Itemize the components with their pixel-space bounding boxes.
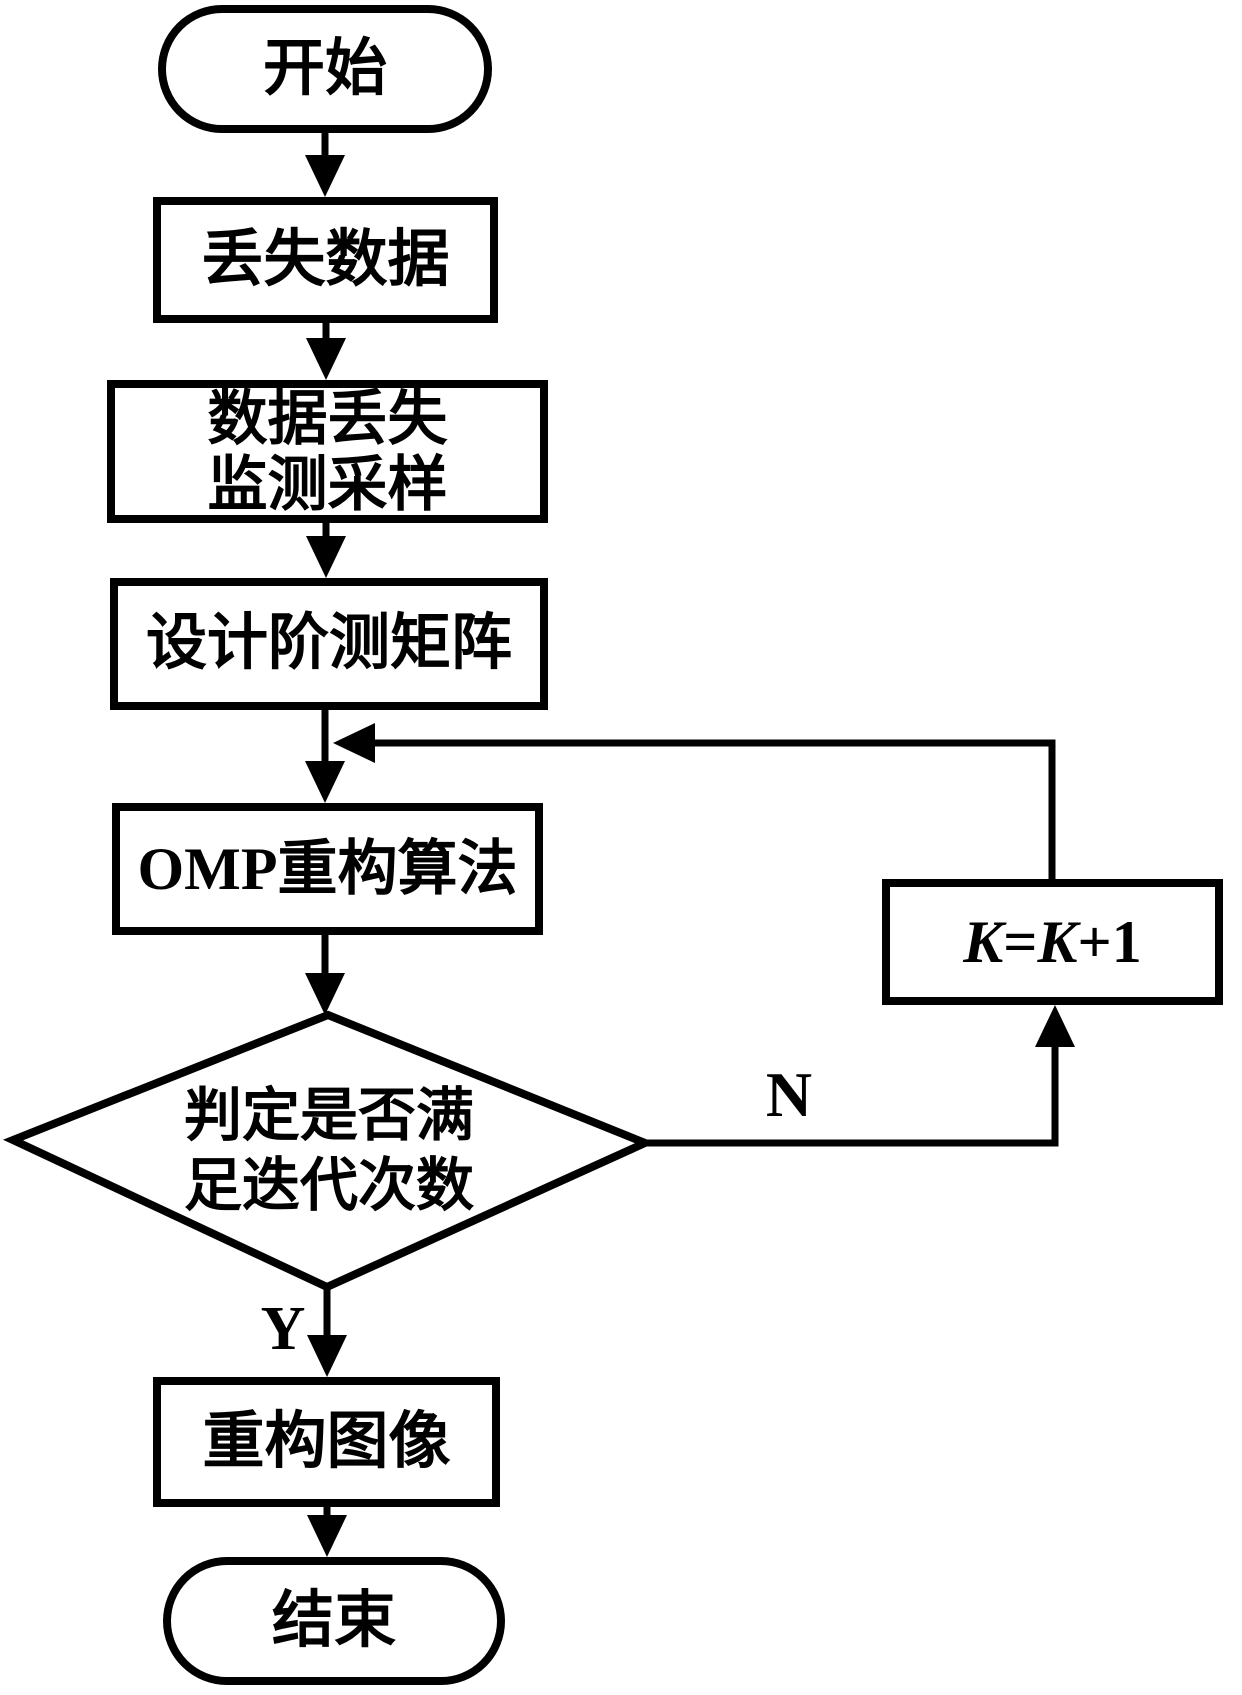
node-k-update-label: K=K+1 <box>963 909 1142 975</box>
decision-diamond-shape <box>2 1010 656 1292</box>
arrowhead-down-icon <box>306 536 346 578</box>
node-k-update: K=K+1 <box>882 879 1223 1005</box>
arrowhead-down-icon <box>307 1515 347 1557</box>
edge-loopback-kbox-to-junction <box>370 739 1056 879</box>
arrowhead-down-icon <box>305 973 345 1015</box>
node-start-label: 开始 <box>262 34 387 103</box>
edge-label-no: N <box>765 1059 813 1130</box>
node-end: 结束 <box>163 1557 505 1685</box>
node-sampling: 数据丢失 监测采样 <box>107 380 548 523</box>
arrowhead-down-icon <box>305 761 345 803</box>
node-reconstruct-label: 重构图像 <box>202 1407 451 1476</box>
node-decision-line1: 判定是否满 <box>183 1083 474 1148</box>
node-lost-data: 丢失数据 <box>153 197 498 323</box>
node-reconstruct: 重构图像 <box>153 1377 500 1507</box>
node-omp: OMP重构算法 <box>112 803 543 935</box>
node-decision-line2: 足迭代次数 <box>183 1153 474 1218</box>
edge-label-yes: Y <box>260 1295 306 1363</box>
arrowhead-up-icon <box>1035 1005 1075 1047</box>
node-sampling-line2: 监测采样 <box>207 451 448 518</box>
node-end-label: 结束 <box>271 1586 396 1655</box>
arrowhead-down-icon <box>307 1335 347 1377</box>
node-sampling-line1: 数据丢失 <box>207 385 448 452</box>
node-design-matrix-label: 设计阶测矩阵 <box>145 610 512 678</box>
node-start: 开始 <box>158 5 492 133</box>
arrowhead-down-icon <box>306 338 346 380</box>
node-omp-label: OMP重构算法 <box>137 836 518 902</box>
node-lost-data-label: 丢失数据 <box>201 225 450 294</box>
node-decision-label-box: 判定是否满 足迭代次数 <box>60 1065 598 1237</box>
node-design-matrix: 设计阶测矩阵 <box>110 578 548 710</box>
arrowhead-down-icon <box>305 155 345 197</box>
edge-decision-no-to-kbox <box>645 1042 1059 1147</box>
arrowhead-left-icon <box>333 723 375 763</box>
